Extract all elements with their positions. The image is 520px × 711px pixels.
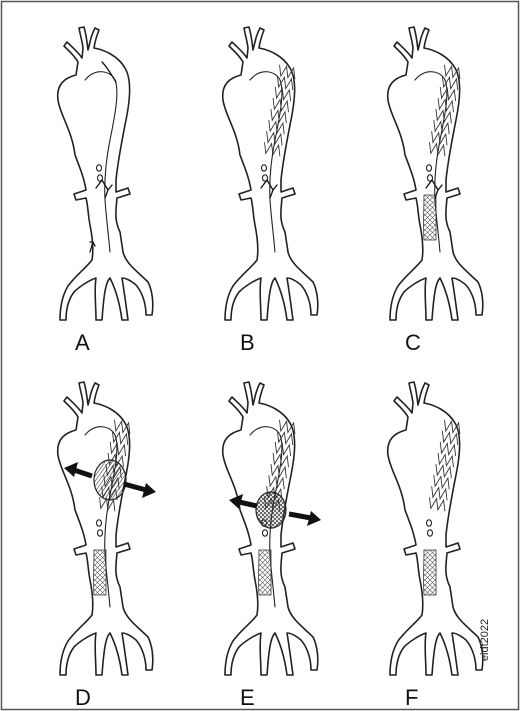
- panel-label: B: [240, 330, 255, 355]
- panel-d: D: [58, 382, 156, 710]
- panel-a: A: [58, 27, 153, 355]
- panels-layer: A B C D E F: [58, 27, 483, 710]
- credit-text: eidt2022: [479, 619, 491, 661]
- panel-label: A: [75, 330, 90, 355]
- aorta-outline: [388, 382, 483, 675]
- panel-c: C: [388, 27, 483, 355]
- stent-mesh-lower: [259, 550, 271, 595]
- stent-mesh-lower: [424, 550, 436, 595]
- expansion-arrow-right: [124, 484, 146, 490]
- expansion-arrow-right: [289, 514, 311, 518]
- panel-label: E: [240, 685, 255, 710]
- balloon: [94, 460, 126, 500]
- panel-e: E: [223, 382, 321, 710]
- stent-mesh-lower: [94, 550, 106, 595]
- expansion-arrowhead-right: [307, 511, 321, 526]
- expansion-arrowhead-right: [142, 483, 156, 498]
- panel-label: F: [405, 685, 418, 710]
- panel-label: C: [405, 330, 421, 355]
- panel-b: B: [223, 27, 318, 355]
- panel-f: F: [388, 382, 483, 710]
- balloon: [256, 492, 286, 528]
- stent-mesh-lower: [424, 195, 436, 240]
- panel-label: D: [75, 685, 91, 710]
